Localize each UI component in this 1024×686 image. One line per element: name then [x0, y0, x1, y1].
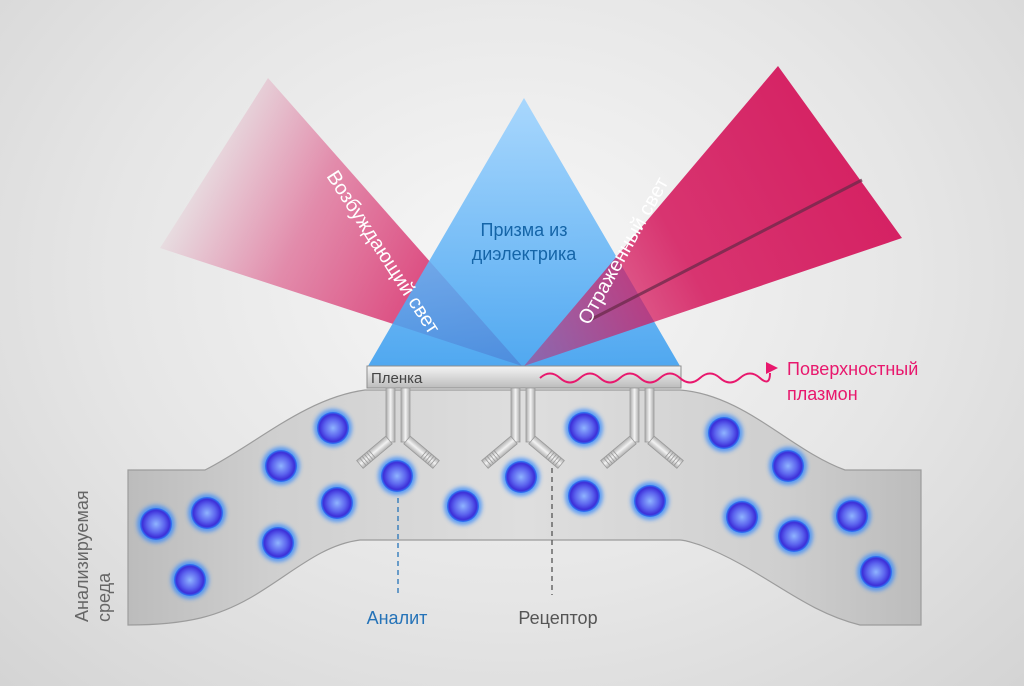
analyte-particle	[568, 480, 600, 512]
analyte-particle	[262, 527, 294, 559]
analyte-particle	[317, 412, 349, 444]
plasmon-label-line2: плазмон	[787, 384, 858, 404]
analyte-particle	[447, 490, 479, 522]
film-label: Пленка	[371, 370, 423, 387]
analyte-particle	[726, 501, 758, 533]
analyte-particle	[634, 485, 666, 517]
analyte-particle	[568, 412, 600, 444]
plasmon-wave	[539, 372, 771, 384]
film	[366, 365, 682, 389]
plasmon-arrow-head	[766, 362, 778, 374]
analyte-particle	[140, 508, 172, 540]
analyte-particle	[321, 487, 353, 519]
prism-label-line2: диэлектрика	[472, 244, 578, 264]
medium-label-line2: среда	[94, 572, 114, 622]
analyte-particle	[708, 417, 740, 449]
analyte-particle	[772, 450, 804, 482]
analyte-label: Аналит	[367, 608, 428, 628]
analyte-particle	[174, 564, 206, 596]
analyte-particle	[505, 461, 537, 493]
prism-label-line1: Призма из	[481, 220, 568, 240]
analyte-particle	[381, 460, 413, 492]
reflected-beam-dark-line	[589, 178, 863, 322]
analyte-particle	[191, 497, 223, 529]
medium-label-line1: Анализируемая	[72, 490, 92, 622]
analyte-particle	[836, 500, 868, 532]
analyte-particles	[137, 409, 895, 599]
analyte-particle	[778, 520, 810, 552]
plasmon-label-line1: Поверхностный	[787, 359, 918, 379]
analyte-particle	[860, 556, 892, 588]
reflected-beam	[524, 66, 902, 366]
analyte-particle	[265, 450, 297, 482]
analyzed-medium	[127, 389, 922, 626]
receptor-label: Рецептор	[518, 608, 597, 628]
